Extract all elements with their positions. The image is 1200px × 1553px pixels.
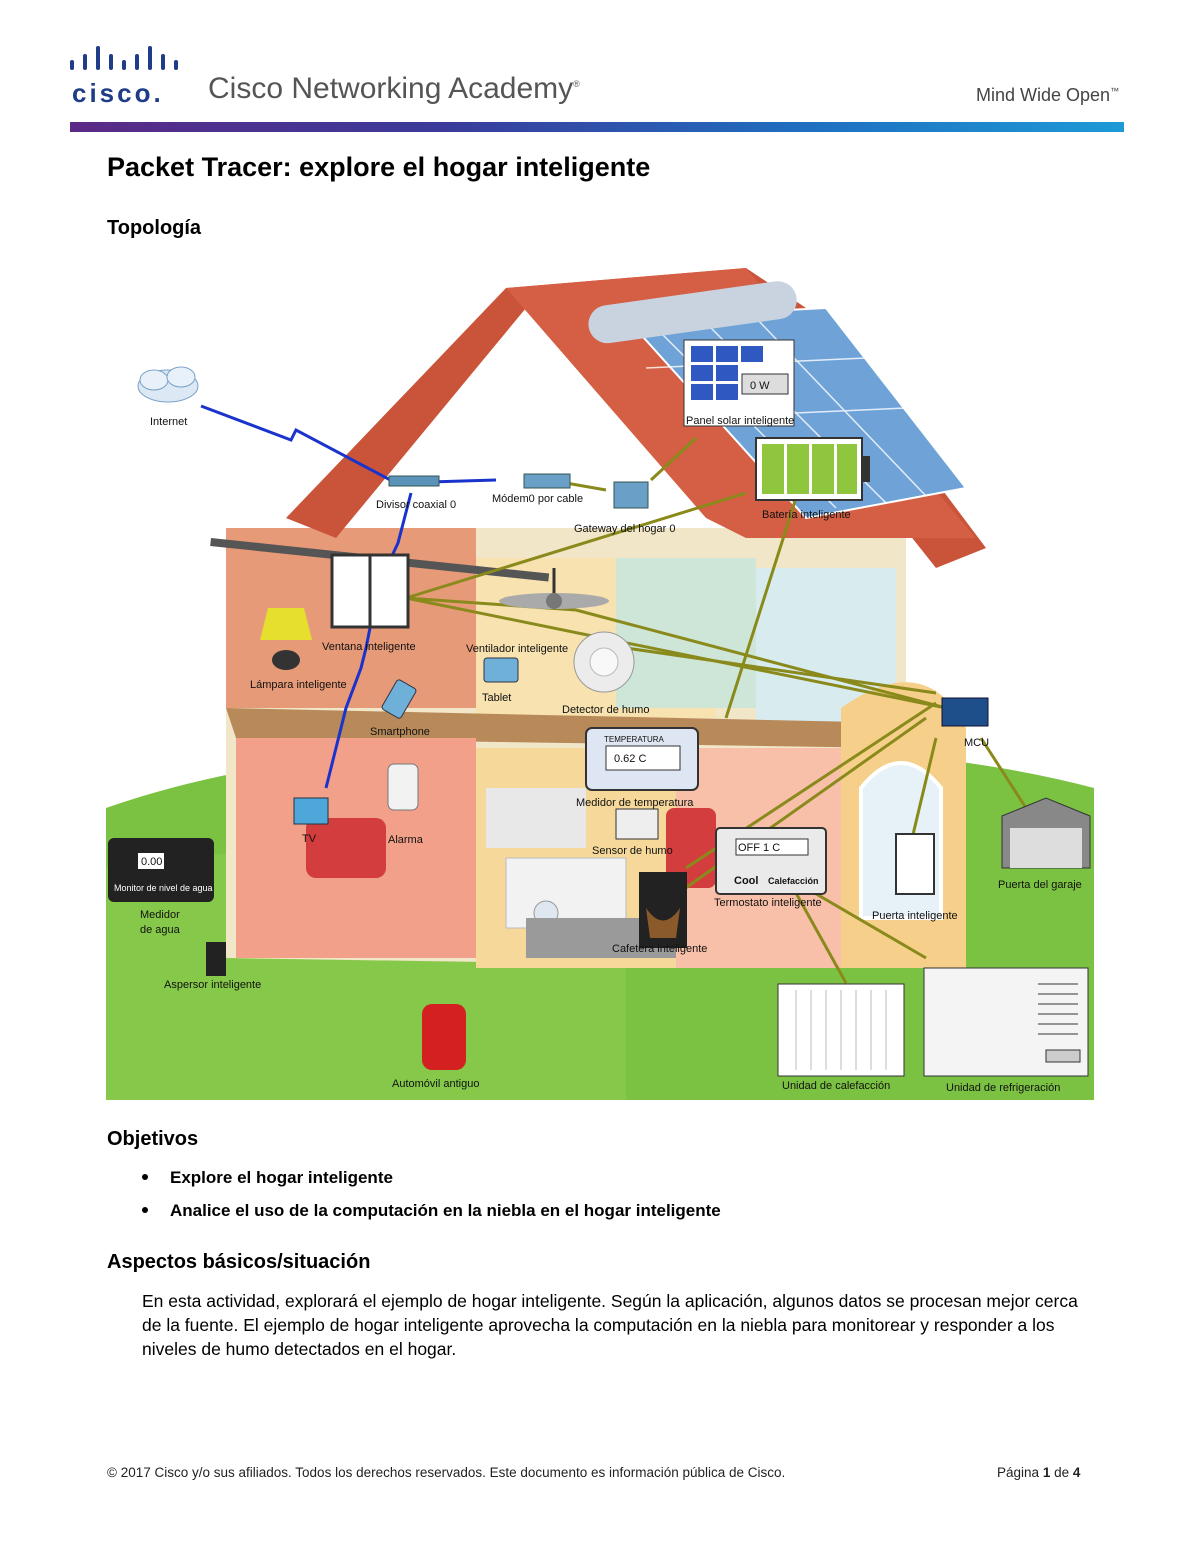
label-puerta: Puerta inteligente bbox=[872, 910, 958, 922]
label-panel: Panel solar inteligente bbox=[686, 415, 794, 427]
label-lampara: Lámpara inteligente bbox=[250, 679, 347, 691]
footer-copyright: © 2017 Cisco y/o sus afiliados. Todos lo… bbox=[107, 1465, 786, 1480]
academy-title: Cisco Networking Academy® bbox=[208, 72, 580, 105]
label-alarma: Alarma bbox=[388, 834, 424, 846]
label-mcu: MCU bbox=[964, 737, 989, 749]
label-medidor-agua-2: de agua bbox=[140, 924, 181, 936]
label-monitor: Monitor de nivel de agua bbox=[114, 883, 213, 893]
label-ventana: Ventana inteligente bbox=[322, 641, 416, 653]
topology-heading: Topología bbox=[107, 217, 202, 239]
monitor-value: 0.00 bbox=[141, 856, 162, 868]
calefaccion-button: Calefacción bbox=[768, 876, 819, 886]
smart-home-topology-diagram: Internet Divisor coaxial 0 Módem0 por ca… bbox=[106, 268, 1094, 1100]
label-tv: TV bbox=[302, 833, 317, 845]
label-tablet: Tablet bbox=[482, 692, 511, 704]
internet-cloud-icon bbox=[137, 366, 199, 403]
header-gradient-bar bbox=[70, 122, 1124, 132]
label-bateria: Batería inteligente bbox=[762, 509, 851, 521]
cisco-logo-word: cisco. bbox=[72, 78, 164, 108]
background-paragraph: En esta actividad, explorará el ejemplo … bbox=[142, 1291, 1078, 1359]
label-medidor-temp: Medidor de temperatura bbox=[576, 797, 694, 809]
page-title: Packet Tracer: explore el hogar intelige… bbox=[107, 152, 651, 182]
label-calefaccion-unit: Unidad de calefacción bbox=[782, 1080, 890, 1092]
label-automovil: Automóvil antiguo bbox=[392, 1078, 479, 1090]
tagline: Mind Wide Open™ bbox=[976, 85, 1120, 105]
label-modem: Módem0 por cable bbox=[492, 493, 583, 505]
objectives-heading: Objetivos bbox=[107, 1128, 199, 1150]
label-garaje: Puerta del garaje bbox=[998, 879, 1082, 891]
temp-title: TEMPERATURA bbox=[604, 735, 665, 744]
label-medidor-agua-1: Medidor bbox=[140, 909, 180, 921]
label-refrigeracion-unit: Unidad de refrigeración bbox=[946, 1082, 1060, 1094]
label-gateway: Gateway del hogar 0 bbox=[574, 523, 676, 535]
objective-item: Explore el hogar inteligente bbox=[142, 1168, 393, 1188]
label-sensor-humo: Sensor de humo bbox=[592, 845, 673, 857]
label-smartphone: Smartphone bbox=[370, 726, 430, 738]
label-divisor: Divisor coaxial 0 bbox=[376, 499, 456, 511]
cisco-logo-bars-icon bbox=[70, 46, 178, 70]
objective-item: Analice el uso de la computación en la n… bbox=[142, 1201, 721, 1221]
temp-value: 0.62 C bbox=[614, 753, 646, 765]
footer-page-number: Página 1 de 4 bbox=[997, 1465, 1081, 1480]
background-heading: Aspectos básicos/situación bbox=[107, 1251, 371, 1273]
termostato-value: OFF 1 C bbox=[738, 842, 780, 854]
label-detector: Detector de humo bbox=[562, 704, 649, 716]
label-ventilador: Ventilador inteligente bbox=[466, 643, 568, 655]
label-termostato: Termostato inteligente bbox=[714, 897, 822, 909]
label-cafetera: Cafetera inteligente bbox=[612, 943, 707, 955]
label-aspersor: Aspersor inteligente bbox=[164, 979, 261, 991]
cool-button: Cool bbox=[734, 875, 758, 887]
panel-watts: 0 W bbox=[750, 380, 770, 392]
ceiling-fan-icon bbox=[499, 568, 609, 609]
label-internet: Internet bbox=[150, 416, 187, 428]
